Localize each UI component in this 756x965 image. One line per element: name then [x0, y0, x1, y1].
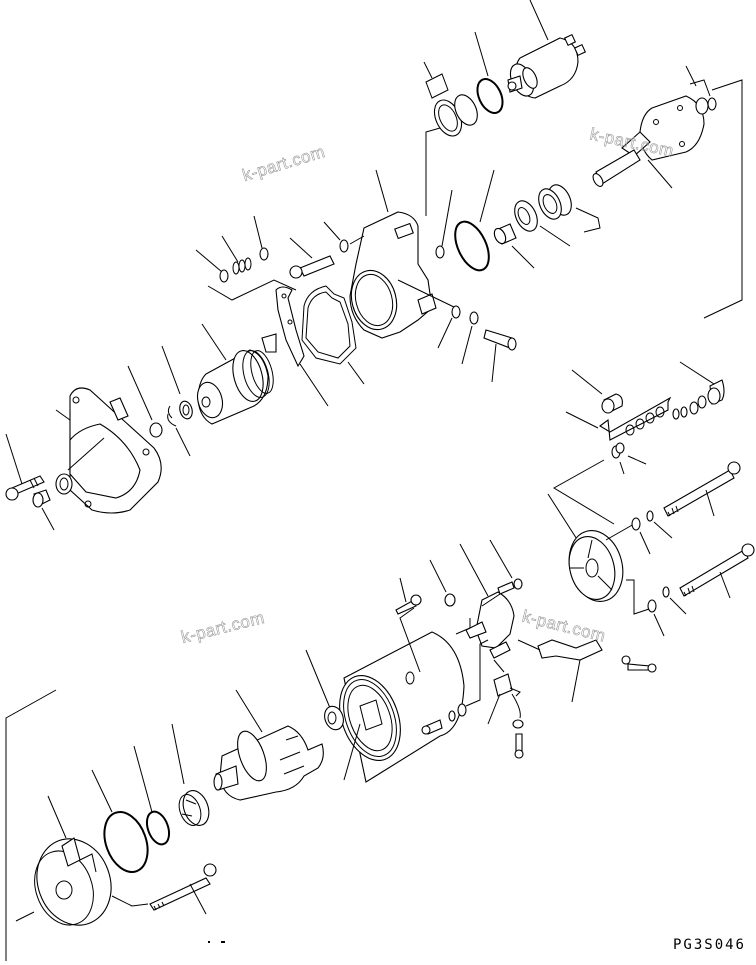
plunger-shims: [423, 61, 478, 137]
bracket-line-left: [5, 689, 57, 961]
drawing-code: PG3S046: [672, 937, 746, 953]
o-ring-housing: [454, 169, 495, 272]
brush-screw-small: [429, 559, 456, 607]
snap-ring: [161, 345, 193, 420]
brush-holder-washer: [489, 539, 523, 590]
magnetic-switch-solenoid: [507, 0, 587, 99]
o-ring-solenoid: [474, 31, 504, 114]
o-ring-small: [133, 745, 171, 846]
yoke-screw: [395, 577, 422, 615]
plug-seal: [437, 305, 461, 349]
terminal-plate: [565, 396, 672, 441]
small-seal: [435, 189, 453, 259]
lead-wire: [517, 639, 657, 703]
stray-mark: [221, 941, 225, 943]
cover-seal-lower: [647, 599, 665, 637]
armature: [213, 689, 324, 801]
terminal-washer-top-right: [685, 65, 717, 115]
lever-pin-washer: [323, 221, 365, 253]
bushing: [493, 223, 535, 269]
bearing-armature: [305, 649, 344, 731]
stop-ring: [167, 405, 191, 457]
lever-pin-bolt: [289, 237, 335, 279]
shaft-washers: [538, 184, 601, 233]
pinion-clutch: [196, 323, 274, 425]
front-bracket: [55, 387, 162, 514]
gasket: [301, 285, 365, 385]
cover-seal-upper: [631, 517, 651, 555]
lock-washer: [461, 311, 479, 365]
shift-lever: [261, 286, 329, 407]
long-through-bolt: [111, 863, 217, 915]
pinion-shaft: [592, 95, 705, 189]
yoke: [339, 607, 465, 783]
o-ring-large: [91, 769, 149, 873]
housing-bolt: [483, 329, 517, 383]
stray-mark: [208, 941, 210, 943]
rear-bracket: [15, 795, 112, 926]
bracket-line-right: [703, 79, 743, 319]
terminal-nuts: [611, 395, 707, 475]
bearing: [514, 200, 571, 247]
screws: [421, 639, 489, 735]
bearing-rear: [171, 723, 210, 826]
through-bolt-lower: [662, 543, 755, 615]
ring-small-left: [127, 365, 163, 438]
brush-spring: [487, 659, 524, 759]
terminal-cap-right: [679, 361, 725, 405]
through-bolt-upper: [646, 461, 741, 539]
bushing-front: [32, 489, 55, 531]
terminal-cap: [571, 369, 623, 414]
bolt-front: [5, 433, 45, 501]
lever-kit: [195, 215, 297, 301]
rear-cover: [547, 459, 653, 615]
brush-holder: [455, 543, 515, 659]
solenoid-housing: [349, 127, 457, 339]
